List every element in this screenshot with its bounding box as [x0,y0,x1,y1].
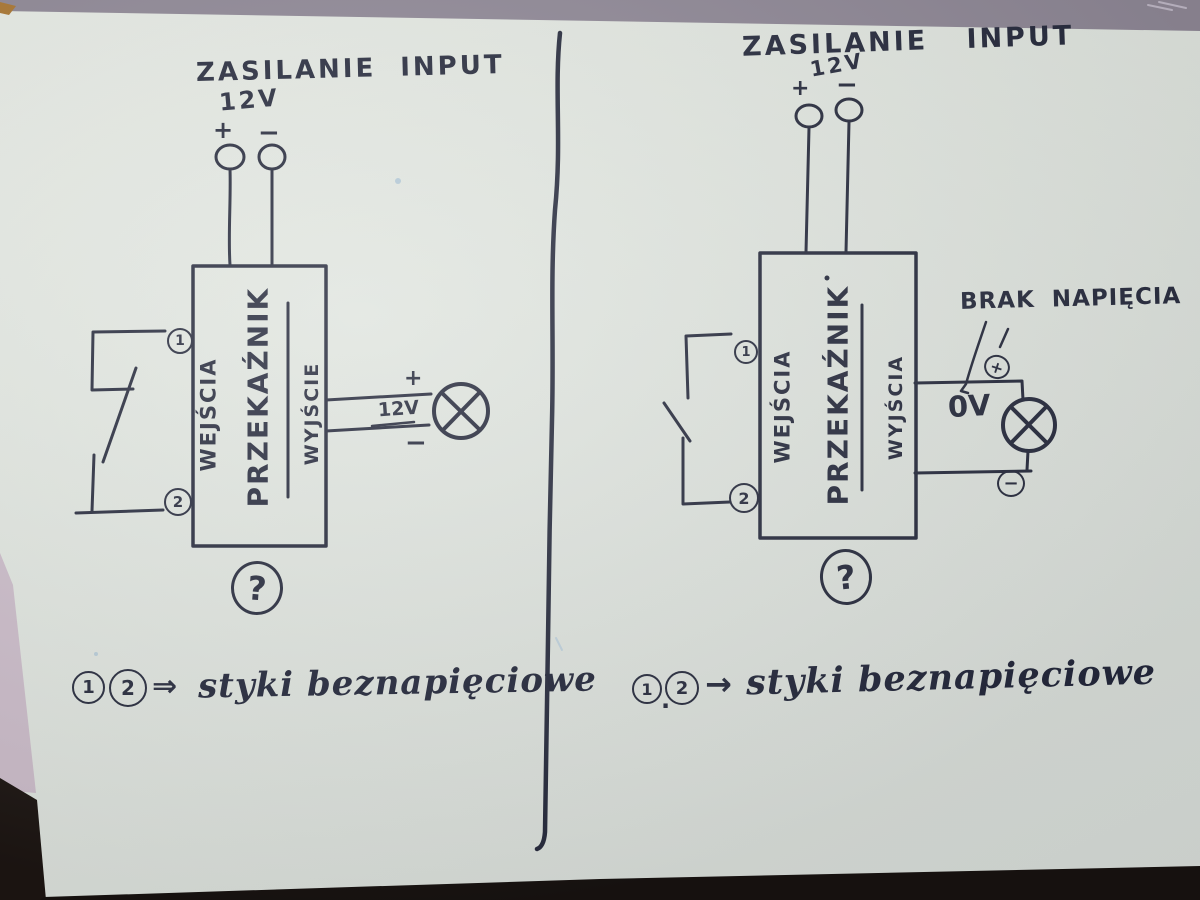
left-note-text: styki beznapięciowe [197,659,598,707]
right-lamp-icon [1001,397,1057,453]
right-relay-box [758,251,918,540]
right-switch-icon [662,332,733,506]
right-note-contact-1: 1 [632,674,662,704]
right-note-separator: . [661,686,671,714]
blue-smudge [555,637,563,651]
right-supply-wire-plus [804,126,811,254]
left-terminal-minus-sign: − [258,118,280,148]
left-note-contact-1: 1 [72,671,105,704]
top-right-scuff-marks [1147,1,1187,11]
right-output-wire-top [913,379,1025,402]
divider-line [534,30,563,852]
left-circuit-strokes [74,143,490,548]
right-supply-wire-minus [844,120,851,254]
blue-smudge [94,652,98,656]
left-lamp-voltage-underline [370,420,416,428]
right-out-minus-badge: − [997,470,1025,497]
left-output-wire-plus [324,392,433,402]
left-relay-outputs-label: WYJŚCIE [301,361,323,466]
blue-smudge [395,178,401,184]
left-contact-1-badge: 1 [167,328,193,354]
left-lamp-minus-sign: − [405,428,427,458]
left-output-wire-minus [324,423,431,433]
bottom-left-shadow [0,778,46,900]
right-zero-volts-label: 0V [947,387,992,425]
right-lamp-lower-lead [1025,449,1030,472]
left-voltage-label: 12V [217,83,282,117]
right-note-contact-2: 2 [665,671,699,705]
right-note-arrow: → [705,665,732,703]
left-relay-name-label: PRZEKAŹNIK [241,286,275,508]
left-edge-pink-band [0,553,36,793]
right-relay-inputs-label: WEJŚCIA [770,349,795,464]
left-note-arrow: ⇒ [152,669,178,704]
left-minus-terminal-icon [257,143,287,171]
left-supply-wire-plus [227,167,232,267]
right-plus-terminal-icon [794,103,824,129]
right-terminal-plus-sign: + [791,76,810,101]
right-minus-terminal-icon [834,97,864,123]
right-contact-2-badge: 2 [729,483,759,513]
right-terminal-minus-sign: − [836,70,858,100]
right-relay-outputs-label: WYJŚCIA [885,354,907,461]
bottom-band [40,866,1200,900]
right-note-text: styki beznapięciowe [745,651,1157,704]
left-switch-icon [74,329,167,515]
right-relay-name-label: PRZEKAŹNIK [821,284,855,506]
left-contact-2-badge: 2 [164,488,192,516]
right-no-voltage-label: BRAK NAPIĘCIA [959,283,1182,315]
right-circuit-strokes [662,97,1057,540]
left-title: ZASILANIE INPUT [195,49,505,89]
left-relay-inputs-label: WEJŚCIA [196,357,221,472]
left-plus-terminal-icon [214,143,246,171]
top-left-orange-mark [0,2,16,15]
left-relay-box [191,264,328,548]
top-surface-band [0,0,1200,31]
left-lamp-plus-sign: + [404,366,423,391]
left-note-contact-2: 2 [109,669,147,707]
left-lamp-icon [432,382,490,440]
left-lamp-voltage: 12V [377,396,420,422]
right-contact-1-badge: 1 [734,340,758,364]
left-terminal-plus-sign: + [213,116,234,144]
ink-dot [824,275,830,281]
no-voltage-pointer-line [959,320,1010,395]
